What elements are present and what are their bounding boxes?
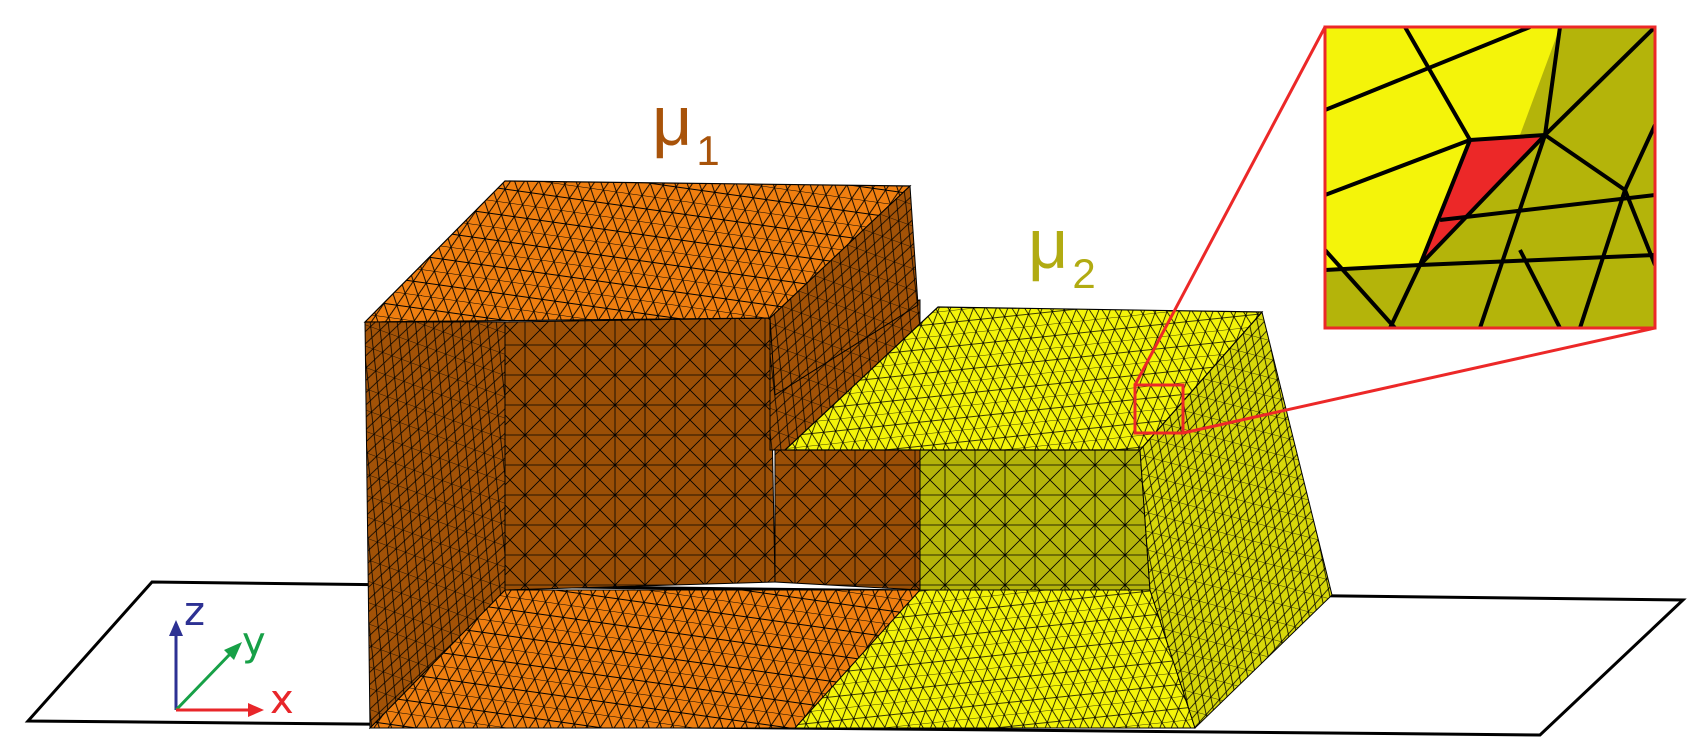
region-1-inner-lower-wall [774, 449, 921, 591]
region-1-label: μ1 [652, 82, 720, 174]
zoom-connector-top [1133, 26, 1327, 386]
y-arrowhead-icon [224, 642, 242, 660]
zoom-inset-icon [1325, 27, 1655, 328]
zoom-connector-bottom [1182, 326, 1656, 435]
x-arrowhead-icon [248, 703, 264, 717]
y-axis-label: y [242, 619, 266, 665]
z-axis-label: z [184, 589, 205, 635]
region-2-label: μ2 [1028, 205, 1096, 297]
region-1-subscript: 1 [696, 127, 719, 174]
region-1-left-wall [364, 321, 506, 730]
z-arrowhead-icon [169, 620, 183, 636]
region-1-upper-side [769, 184, 919, 396]
region-2-block [783, 306, 1333, 729]
region-2-top-face [783, 306, 1264, 451]
zoom-marker [1133, 383, 1185, 435]
x-axis-label: x [270, 677, 294, 723]
region-1-block [363, 180, 922, 730]
region-1-inner-back-wall [504, 317, 776, 591]
y-axis-arrow [174, 650, 234, 712]
zoom-inset-frame [1323, 25, 1657, 330]
axis-triad: z y x [169, 589, 294, 723]
region-2-inner-back-wall [919, 449, 1151, 591]
region-2-subscript: 2 [1072, 250, 1095, 297]
